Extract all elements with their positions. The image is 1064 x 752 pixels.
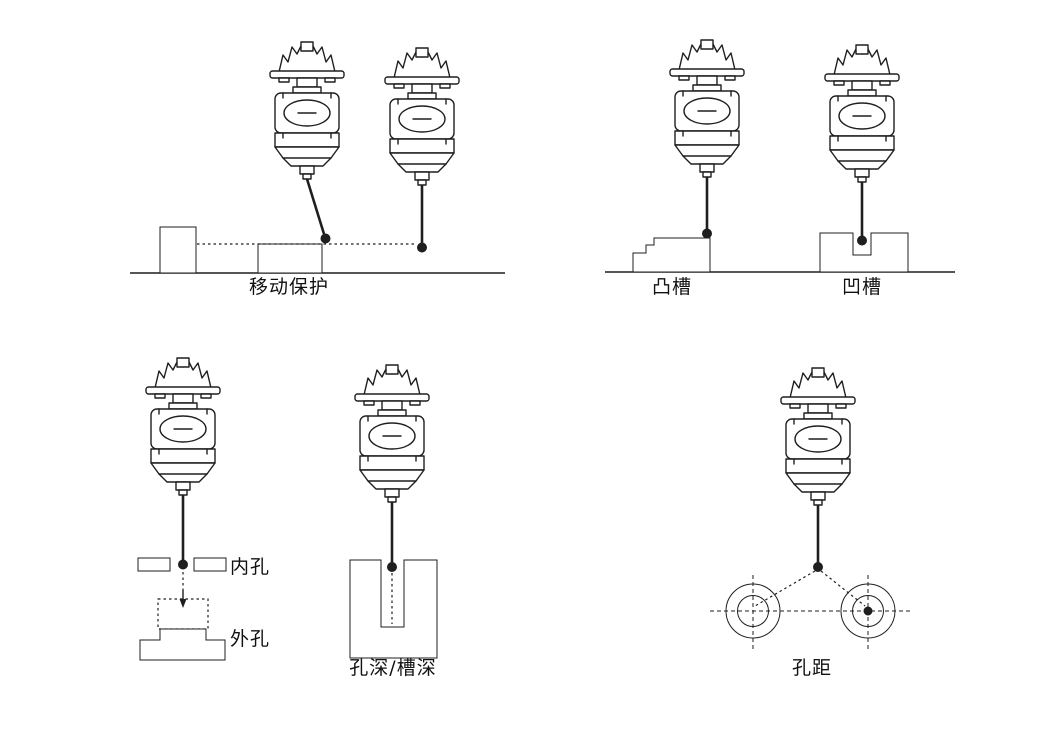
touch-probe (145, 357, 221, 496)
touch-probe (384, 47, 460, 186)
stylus-tilted (305, 178, 326, 235)
figure-hole-depth: 孔深/槽深 (349, 364, 438, 679)
touch-probe (354, 364, 430, 503)
workpiece-block (257, 243, 323, 274)
touch-probe (269, 41, 345, 180)
boss-workpiece (632, 237, 711, 273)
stylus-ball (178, 559, 188, 570)
figure-move-protection: 移动保护 (130, 41, 505, 298)
label-boss-groove: 凸槽 (652, 276, 692, 298)
figure-hole-distance: 孔距 (710, 367, 912, 679)
measure-dotted-line-right (820, 570, 866, 607)
figure-inner-outer-hole: 内孔 外孔 (137, 357, 270, 661)
label-outer-hole: 外孔 (230, 628, 270, 650)
slot-depth-workpiece (349, 559, 438, 659)
approach-arrow-head-icon (179, 599, 187, 608)
label-hole-distance: 孔距 (792, 657, 832, 679)
stylus-ball (702, 228, 712, 239)
slot-workpiece (819, 232, 909, 273)
label-inner-hole: 内孔 (230, 556, 270, 578)
label-move-protection: 移动保护 (249, 276, 329, 298)
inner-hole-wall-right (193, 557, 227, 572)
hole-center-dot (863, 606, 873, 616)
measure-dotted-line-left (754, 570, 816, 607)
touch-probe (824, 44, 900, 183)
inner-hole-wall-left (137, 557, 171, 572)
outer-hole-workpiece (139, 628, 226, 661)
touch-probe (669, 39, 745, 178)
touch-probe (780, 367, 856, 506)
stylus-ball (417, 242, 427, 253)
figure-grooves: 凸槽 凹槽 (605, 39, 955, 298)
diagram-root: 移动保护 凸槽 凹槽 (130, 39, 955, 679)
workpiece-block (159, 226, 197, 274)
stylus-ball (320, 233, 331, 244)
stylus-ball (813, 562, 823, 572)
label-recess-groove: 凹槽 (842, 276, 882, 298)
stylus-ball (387, 562, 397, 572)
stylus-ball (857, 235, 867, 246)
label-hole-depth: 孔深/槽深 (349, 657, 436, 679)
